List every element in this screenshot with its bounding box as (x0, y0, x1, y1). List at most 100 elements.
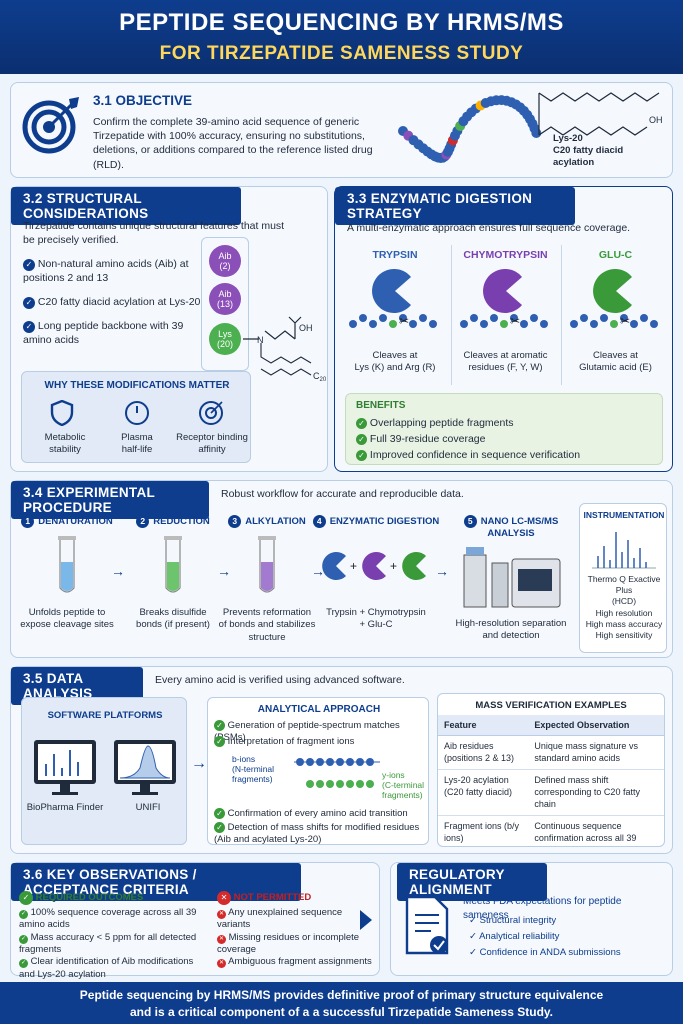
step-number: 4 (312, 515, 326, 528)
arrow-right-icon: → (217, 563, 231, 579)
required-2: ✓ Mass accuracy < 5 ppm for all detected… (19, 931, 197, 956)
step-number: 3 (228, 515, 242, 528)
benefit-3: ✓ Improved confidence in sequence verifi… (356, 448, 580, 462)
benefit-2: ✓ Full 39-residue coverage (356, 432, 485, 446)
required-box: ✓ REQUIRED OUTCOMES ✓ 100% sequence cove… (19, 891, 207, 980)
svg-text:✂: ✂ (620, 314, 630, 328)
fatty-acid-chain: N OH C20 (243, 316, 327, 383)
y-ion-bead (356, 780, 364, 788)
required-title: ✓ REQUIRED OUTCOMES (19, 891, 207, 905)
y-ion-bead (316, 780, 324, 788)
amino-acid-bead (531, 128, 542, 139)
footer-line-1: Peptide sequencing by HRMS/MS provides d… (79, 988, 604, 1002)
svg-text:+: + (390, 559, 397, 573)
fragment-ion-beads (294, 758, 380, 788)
b-ion-bead (316, 758, 324, 766)
svg-text:C20: C20 (313, 371, 327, 383)
monitor-icon-biopharma (34, 740, 96, 795)
b-ion-bead (296, 758, 304, 766)
mass-verification-box: MASS VERIFICATION EXAMPLES Feature Expec… (437, 693, 665, 847)
enzyme-pacman-icon: ✂ (459, 268, 548, 328)
check-icon: ✓ (23, 321, 35, 333)
structural-panel: 3.2 STRUCTURAL CONSIDERATIONS Tirzepatid… (10, 186, 328, 472)
structural-intro: Tirzepatide contains unique structural f… (23, 220, 285, 247)
mol-label-1: Lys-20 (553, 133, 583, 144)
aib-modification-column (201, 237, 249, 371)
not-permitted-box: ✕ NOT PERMITTED ✕ Any unexplained sequen… (217, 891, 373, 971)
regulatory-item-2: ✓ Analytical reliability (469, 931, 560, 942)
check-icon: ✓ (23, 297, 35, 309)
objective-panel: 3.1 OBJECTIVE Confirm the complete 39-am… (10, 82, 673, 178)
monitor-icon-unifi (114, 740, 176, 795)
approach-title: ANALYTICAL APPROACH (257, 704, 381, 715)
approach-4: ✓ Detection of mass shifts for modified … (214, 822, 420, 846)
target-icon (22, 97, 79, 154)
benefits-title: BENEFITS (356, 400, 406, 411)
objective-text: Confirm the complete 39-amino acid seque… (93, 116, 373, 171)
y-ion-bead (326, 780, 334, 788)
page-title: PEPTIDE SEQUENCING BY HRMS/MS (119, 9, 564, 36)
approach-2: ✓ Interpretation of fragment ions (214, 736, 428, 748)
objective-title: 3.1 OBJECTIVE (93, 93, 193, 108)
aib2-bead: Aib(2) (209, 245, 241, 277)
enzyme-name: GLU-C (598, 249, 633, 261)
mv-header-observation: Expected Observation (528, 715, 664, 736)
regulatory-intro: Meets FDA expectations for peptide samen… (463, 896, 622, 921)
regulatory-item-3: ✓ Confidence in ANDA submissions (469, 947, 621, 958)
software-unifi: UNIFI (135, 802, 161, 813)
instr-model: Thermo Q Exactive Plus(HCD) (587, 574, 661, 607)
why-title: WHY THESE MODIFICATIONS MATTER (44, 380, 230, 391)
mv-header-feature: Feature (438, 715, 529, 736)
table-row: Aib residues (positions 2 & 13)Unique ma… (438, 735, 664, 771)
svg-text:✂: ✂ (399, 314, 409, 328)
mv-title: MASS VERIFICATION EXAMPLES (475, 700, 627, 711)
structural-item-2: ✓ C20 fatty diacid acylation at Lys-20 (23, 295, 223, 309)
not-permitted-2: ✕ Missing residues or incomplete coverag… (217, 931, 360, 956)
digestion-title: 3.3 ENZYMATIC DIGESTION STRATEGY (335, 187, 575, 225)
y-ion-bead (346, 780, 354, 788)
enzyme-pacman-icon: ✂ (569, 268, 658, 328)
required-1: ✓ 100% sequence coverage across all 39 a… (19, 907, 197, 931)
b-ion-bead (366, 758, 374, 766)
instr-title: INSTRUMENTATION (583, 510, 665, 520)
required-3: ✓ Clear identification of Aib modificati… (19, 956, 194, 980)
regulatory-item-1: ✓ Structural integrity (469, 915, 557, 926)
step-desc-1: Prevents reformation (222, 607, 312, 618)
step-desc-3: structure (248, 631, 286, 643)
approach-1: ✓ Generation of peptide-spectrum matches… (214, 720, 400, 744)
b-ion-bead (346, 758, 354, 766)
footer: Peptide sequencing by HRMS/MS provides d… (0, 982, 683, 1024)
y-ion-bead (306, 780, 314, 788)
software-title: SOFTWARE PLATFORMS (47, 710, 163, 721)
mol-label-2: C20 fatty diacid (553, 145, 624, 156)
structural-item-1: ✓ Non-natural amino acids (Aib) at posit… (23, 258, 189, 285)
oh-label: OH (649, 115, 663, 125)
analysis-subtitle: Every amino acid is verified using advan… (155, 674, 405, 686)
step-number: 2 (136, 515, 150, 528)
check-icon: ✓ (23, 259, 35, 271)
test-tube-icon (58, 536, 76, 593)
step-desc-2: expose cleavage sites (20, 619, 114, 631)
observations-panel: 3.6 KEY OBSERVATIONS / ACCEPTANCE CRITER… (10, 862, 380, 980)
benefits-box: BENEFITS ✓ Overlapping peptide fragments… (345, 393, 663, 465)
enzyme-name: TRYPSIN (372, 249, 418, 261)
procedure-title: 3.4 EXPERIMENTAL PROCEDURE (11, 481, 209, 519)
analysis-panel: 3.5 DATA ANALYSIS Every amino acid is ve… (10, 666, 673, 854)
step-desc-2: bonds (if present) (136, 619, 210, 631)
b-ion-bead (356, 758, 364, 766)
digestion-intro: A multi-enzymatic approach ensures full … (347, 222, 631, 234)
step-number: 1 (21, 515, 35, 528)
procedure-panel: 3.4 EXPERIMENTAL PROCEDURE Robust workfl… (10, 480, 673, 658)
